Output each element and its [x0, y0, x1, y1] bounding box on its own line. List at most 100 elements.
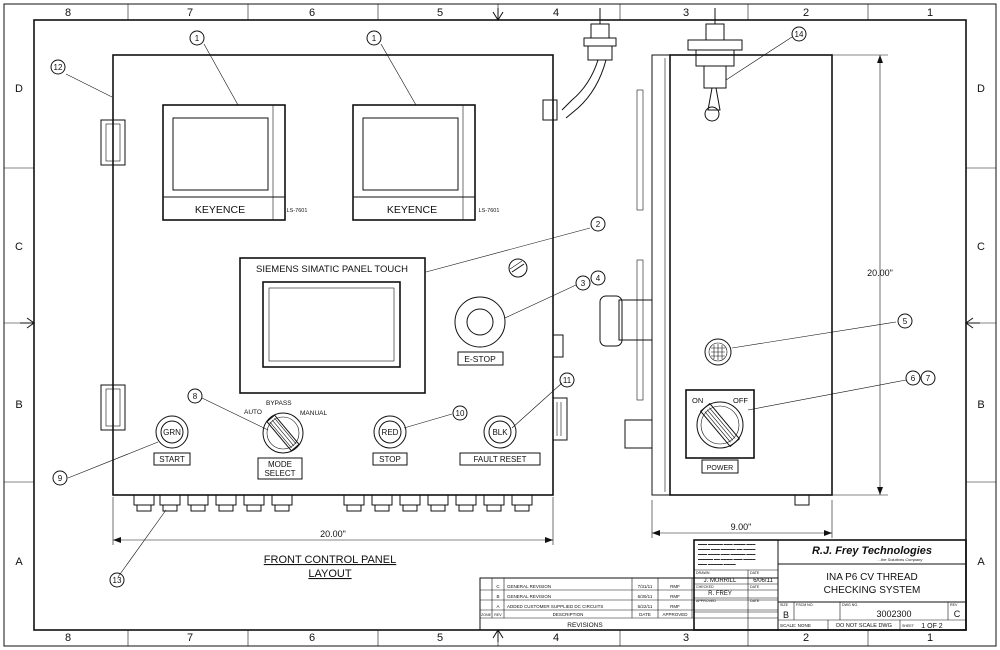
- zone-col-top: 3: [683, 7, 689, 19]
- selector-bypass-label: BYPASS: [266, 400, 292, 407]
- hdr-date: DATE: [750, 599, 760, 603]
- balloon-10: 10: [456, 409, 465, 418]
- width-dimension-label: 20.00": [320, 529, 346, 539]
- proprietary-notice-line: ▬▬▬ ▬▬▬▬▬ ▬▬▬▬: [698, 562, 736, 566]
- button-color-label: GRN: [163, 428, 181, 437]
- revision-letter: C: [954, 609, 961, 619]
- proprietary-notice-line: ▬▬▬▬▬ ▬▬ ▬▬▬▬ ▬▬▬ ▬▬▬▬: [698, 557, 755, 561]
- door-hinge: [100, 384, 126, 431]
- title-block: ▬▬▬ ▬▬▬▬▬ ▬▬▬ ▬▬▬▬ ▬▬▬ ▬▬▬▬ ▬▬▬ ▬▬▬▬▬ ▬▬…: [693, 539, 967, 631]
- zone-col-top: 7: [187, 7, 193, 19]
- balloon-12: 12: [54, 63, 63, 72]
- zone-col-top: 6: [309, 7, 315, 19]
- mode-selector-switch: AUTO BYPASS MANUAL MODE SELECT: [244, 400, 327, 480]
- revision-date: 7/31/11: [638, 584, 653, 589]
- proprietary-notice-line: ▬▬▬▬ ▬▬▬ ▬▬▬▬▬ ▬▬ ▬▬▬▬: [698, 547, 755, 551]
- balloon-11: 11: [563, 376, 572, 385]
- keyence-brand-label: KEYENCE: [195, 204, 245, 216]
- revision-desc: ADDED CUSTOMER SUPPLIED DC CIRCUITS: [507, 604, 603, 609]
- power-disconnect-switch: ON OFF POWER: [685, 389, 755, 474]
- e-stop-button: E-STOP: [454, 296, 506, 366]
- height-dimension: 20.00": [832, 54, 893, 496]
- keyence-controller-left: KEYENCE LS-7601: [162, 104, 308, 221]
- drawing-title: INA P6 CV THREAD: [826, 572, 918, 583]
- height-dimension-label: 20.00": [867, 268, 893, 278]
- revision-rev: C: [496, 584, 500, 589]
- revision-col-desc: DESCRIPTION: [553, 612, 584, 617]
- selector-manual-label: MANUAL: [300, 410, 327, 417]
- zone-col-bottom: 7: [187, 632, 193, 644]
- drawn-date: 6/06/11: [753, 578, 773, 584]
- zone-row-left: D: [15, 83, 23, 95]
- door-hinge: [100, 119, 126, 166]
- zone-row-left: B: [15, 399, 22, 411]
- hdr-rev: REV: [950, 603, 958, 607]
- sheet-size: B: [783, 610, 789, 620]
- zone-col-top: 8: [65, 7, 71, 19]
- zone-row-right: B: [977, 399, 984, 411]
- hdr-approved: APPROVED: [696, 599, 716, 603]
- zone-col-bottom: 4: [553, 632, 559, 644]
- zone-col-top: 1: [927, 7, 933, 19]
- start-pushbutton: GRN START: [153, 415, 191, 466]
- sheet-number: 1 OF 2: [921, 623, 943, 630]
- zone-row-right: A: [977, 556, 985, 568]
- hdr-size: SIZE: [780, 603, 789, 607]
- zone-col-bottom: 1: [927, 632, 933, 644]
- center-mark-top: [492, 8, 504, 21]
- depth-dimension-label: 9.00": [731, 522, 752, 532]
- revision-col-approved: APPROVED: [662, 612, 688, 617]
- fault-reset-pushbutton: BLK FAULT RESET: [459, 415, 541, 466]
- center-mark-bottom: [492, 629, 504, 642]
- hdr-sheet: SHEET: [902, 624, 915, 628]
- mode-select-label: SELECT: [264, 469, 295, 478]
- revisions-heading: REVISIONS: [567, 622, 603, 629]
- zone-row-right: D: [977, 83, 985, 95]
- revision-desc: GENERAL REVISION: [507, 594, 551, 599]
- balloon-5: 5: [903, 317, 908, 326]
- zone-col-bottom: 8: [65, 632, 71, 644]
- hdr-checked: CHECKED: [696, 585, 714, 589]
- balloon-1: 1: [372, 34, 377, 43]
- scale: SCALE: NONE: [780, 623, 811, 628]
- selector-auto-label: AUTO: [244, 409, 262, 416]
- zone-row-right: C: [977, 241, 985, 253]
- drawn-by: J. MURRILL: [704, 578, 737, 584]
- center-mark-right: [965, 317, 980, 329]
- revision-col-zone: ZONE: [481, 613, 492, 617]
- hdr-fscm: FSCM NO.: [796, 603, 814, 607]
- proprietary-notice-line: ▬▬▬ ▬▬▬▬▬ ▬▬▬ ▬▬▬▬ ▬▬▬: [698, 542, 755, 546]
- balloon-9: 9: [58, 474, 63, 483]
- revision-col-date: DATE: [639, 612, 651, 617]
- zone-col-top: 5: [437, 7, 443, 19]
- receptacle-icon: [704, 338, 732, 366]
- balloon-13: 13: [113, 576, 122, 585]
- side-view-panel: ON OFF POWER 20.00" 9.00": [599, 8, 893, 538]
- depth-dimension: 9.00": [651, 500, 833, 538]
- balloon-7: 7: [926, 374, 931, 383]
- keyence-model-label: LS-7601: [479, 208, 500, 214]
- zone-col-bottom: 6: [309, 632, 315, 644]
- stop-label: STOP: [379, 455, 401, 464]
- revision-rev: A: [496, 604, 499, 609]
- company-name: R.J. Frey Technologies: [812, 545, 932, 557]
- callout-balloons: 1 1 2 3 4 5 6 7 8 9 10 11 12 13 14: [50, 26, 936, 588]
- center-mark-left: [20, 317, 35, 329]
- button-color-label: BLK: [492, 428, 508, 437]
- balloon-3: 3: [581, 279, 586, 288]
- revision-by: RMF: [670, 604, 680, 609]
- zone-col-bottom: 3: [683, 632, 689, 644]
- view-title: FRONT CONTROL PANEL: [264, 554, 396, 566]
- zone-col-top: 4: [553, 7, 559, 19]
- button-color-label: RED: [382, 428, 399, 437]
- power-label: POWER: [707, 465, 733, 472]
- side-fittings: [542, 99, 568, 441]
- zone-row-left: A: [15, 556, 23, 568]
- keyence-model-label: LS-7601: [287, 208, 308, 214]
- checked-by: R. FREY: [708, 591, 732, 597]
- hdr-drawn: DRAWN: [696, 571, 710, 575]
- keyence-controller-right: KEYENCE LS-7601: [352, 104, 500, 221]
- revision-by: RMF: [670, 594, 680, 599]
- drawing-number: 3002300: [876, 609, 911, 619]
- hmi-label: SIEMENS SIMATIC PANEL TOUCH: [256, 264, 408, 275]
